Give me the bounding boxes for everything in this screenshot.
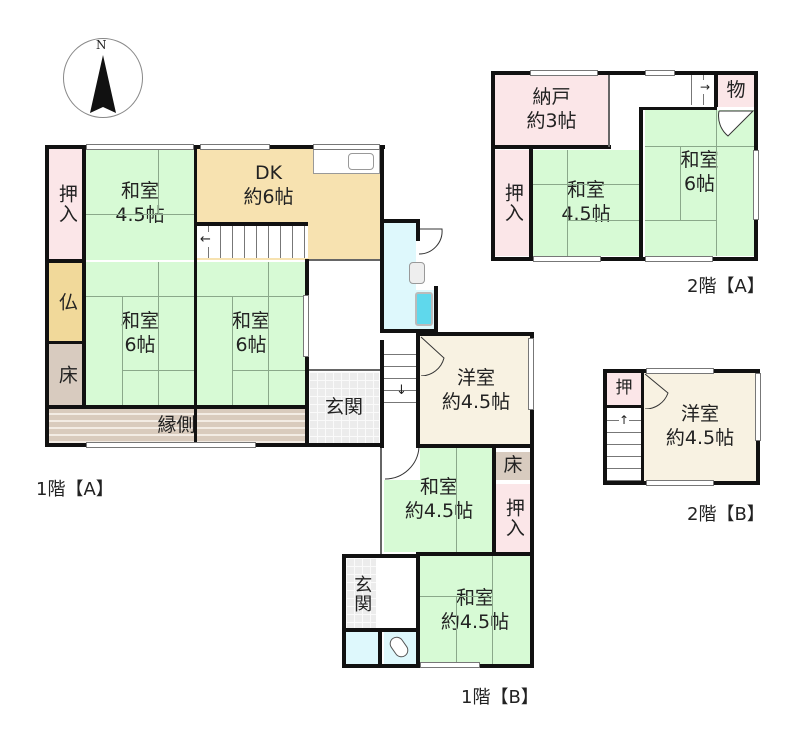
room-nando: 納戸約3帖 — [495, 75, 608, 145]
room-label: 玄関 — [324, 396, 363, 419]
kitchen-counter — [313, 148, 380, 174]
staircase: ← — [197, 222, 308, 258]
room-label: 縁側 — [157, 414, 196, 437]
room-mono: 物 — [718, 75, 754, 107]
room-genkan-1b: 玄関 — [346, 558, 376, 630]
room-name: 納戸 — [532, 86, 571, 109]
room-size: 約4.5帖 — [404, 500, 474, 522]
room-tokonoma: 床 — [48, 344, 84, 406]
floor-label-1a: 1階【A】 — [36, 479, 114, 500]
room-genkan: 玄関 — [309, 372, 379, 444]
room-oshiire-1b: 押入 — [496, 484, 530, 552]
room-label: 床 — [55, 365, 78, 385]
sink-icon — [348, 153, 374, 170]
room-washitsu-4.5-lower: 和室約4.5帖 — [420, 556, 530, 666]
room-size: 約4.5帖 — [440, 611, 510, 633]
room-name: 洋室 — [680, 403, 719, 426]
room-label: 押入 — [502, 498, 525, 538]
north-arrow-icon — [90, 55, 116, 113]
door-swing-icon — [644, 373, 669, 409]
door-swing-icon — [420, 336, 445, 376]
room-label: 押入 — [55, 184, 78, 224]
bathtub-icon — [415, 292, 433, 326]
room-yoshitsu: 洋室約4.5帖 — [420, 336, 532, 446]
room-size: 6帖 — [235, 334, 267, 356]
room-name: 和室 — [120, 180, 159, 203]
room-size: 6帖 — [124, 334, 156, 356]
room-size: 6帖 — [683, 173, 716, 195]
room-tokonoma-1b: 床 — [496, 452, 530, 480]
room-label: 物 — [726, 79, 746, 102]
room-size: 約4.5帖 — [441, 391, 511, 413]
stair-arrow-icon: ← — [200, 232, 211, 247]
room-size: 約6帖 — [243, 185, 294, 208]
room-engawa: 縁側 — [48, 408, 305, 444]
room-label: 玄関 — [351, 575, 373, 613]
door-swing-icon — [718, 110, 754, 137]
room-butsudan: 仏 — [48, 262, 84, 342]
compass: N — [63, 38, 143, 118]
room-name: 和室 — [680, 149, 719, 172]
room-oshiire: 押入 — [48, 148, 84, 260]
room-name: 和室 — [419, 476, 458, 499]
room-label: 押 — [615, 378, 633, 399]
room-name: 和室 — [120, 310, 159, 333]
room-name: DK — [254, 162, 283, 184]
floor-label-2b: 2階【B】 — [687, 504, 765, 525]
door-swing-icon — [384, 446, 420, 480]
room-label: 仏 — [55, 292, 78, 312]
room-size: 約4.5帖 — [665, 427, 735, 449]
stair-arrow-icon: ↓ — [396, 383, 407, 398]
room-size: 4.5帖 — [561, 203, 611, 225]
room-label: 押入 — [501, 183, 524, 223]
room-yoshitsu-2b: 洋室約4.5帖 — [644, 373, 756, 481]
room-size: 4.5帖 — [115, 204, 165, 226]
room-label: 床 — [503, 454, 523, 477]
staircase-2b: ↑ — [607, 409, 641, 481]
room-name: 洋室 — [456, 367, 495, 390]
room-name: 和室 — [566, 179, 605, 202]
stair-arrow-icon: ↑ — [619, 413, 630, 427]
washbasin-icon — [409, 262, 425, 284]
toilet-room — [346, 632, 380, 664]
room-size: 約3帖 — [526, 110, 577, 132]
room-oshiire-2a: 押入 — [495, 150, 529, 256]
room-name: 和室 — [231, 310, 270, 333]
floor-label-1b: 1階【B】 — [461, 687, 539, 708]
floor-label-2a: 2階【A】 — [687, 276, 765, 297]
staircase-2a: → — [680, 75, 716, 105]
staircase-1b: ↓ — [384, 343, 418, 413]
room-oshi: 押 — [607, 373, 641, 405]
door-swing-icon — [418, 228, 443, 255]
room-name: 和室 — [455, 587, 494, 610]
north-label: N — [96, 38, 107, 52]
stair-arrow-icon: → — [700, 80, 711, 94]
